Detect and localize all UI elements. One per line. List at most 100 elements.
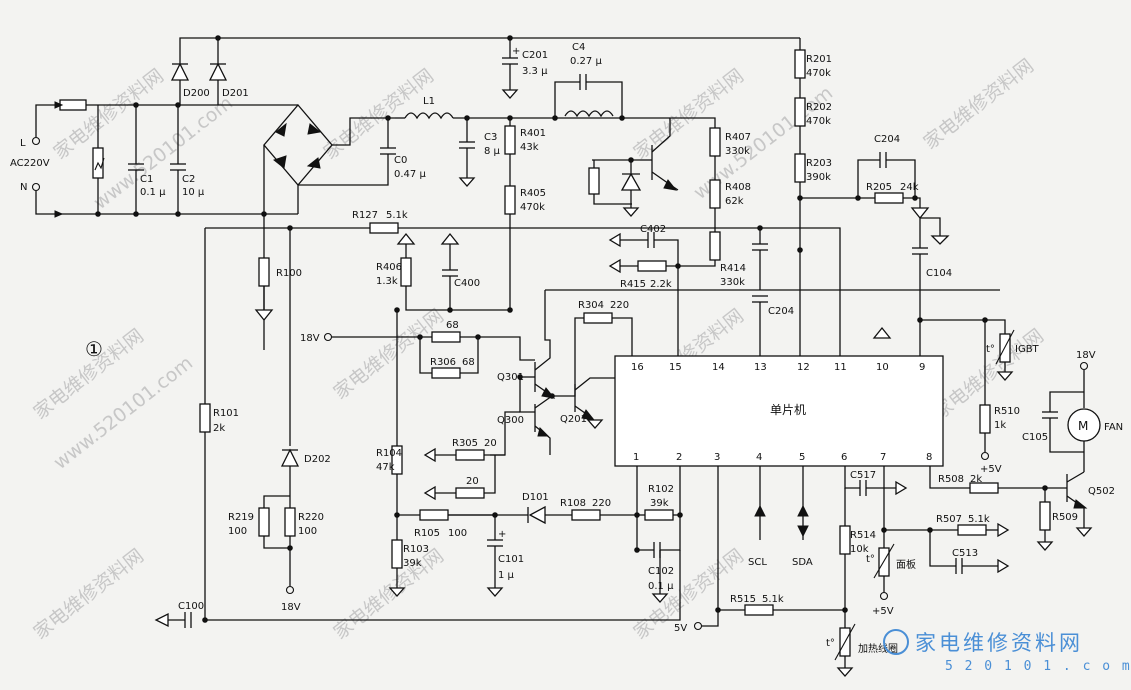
r68-r306: 18V 68 R306 68 xyxy=(300,320,535,379)
r401-label: R401 xyxy=(520,128,546,139)
c513-label: C513 xyxy=(952,548,978,559)
r220-value: 100 xyxy=(298,526,317,537)
r305-label: R305 xyxy=(452,438,478,449)
logo-url: 5 2 0 1 0 1 . c o m xyxy=(945,659,1131,674)
q201-label: Q201 xyxy=(560,414,587,425)
d101-label: D101 xyxy=(522,492,549,503)
r102-value: 39k xyxy=(650,498,669,509)
c0-label: C0 xyxy=(394,155,407,166)
r405-value: 470k xyxy=(520,202,545,213)
mcu-pin-label: 9 xyxy=(919,362,925,373)
r415-value: 2.2k xyxy=(650,279,672,290)
c1-label: C1 xyxy=(140,174,153,185)
r415-label: R415 xyxy=(620,279,646,290)
r514-value: 10k xyxy=(850,544,869,555)
r306-value: 68 xyxy=(462,357,475,368)
ac-input: L AC220V N C1 0.1 μ C2 10 μ xyxy=(10,99,298,218)
mcu-pin-label: 1 xyxy=(633,452,639,463)
r220-label: R220 xyxy=(298,512,324,523)
r515-label: R515 xyxy=(730,594,756,605)
mcu-pin-label: 8 xyxy=(926,452,932,463)
igbt-thermistor: t° IGBT R510 1k +5V xyxy=(917,317,1040,475)
mcu-pin-label: 10 xyxy=(876,362,889,373)
mcu-pin-label: 14 xyxy=(712,362,725,373)
r100-label: R100 xyxy=(276,268,302,279)
rail-18v-fan: 18V xyxy=(1076,350,1096,361)
r108-label: R108 xyxy=(560,498,586,509)
rail-5v-b: +5V xyxy=(872,606,894,617)
c101-plus: + xyxy=(498,529,506,540)
r205-value: 24k xyxy=(900,182,919,193)
r101-label: R101 xyxy=(213,408,239,419)
c2-value: 10 μ xyxy=(182,187,205,198)
rail-5v-c: 5V xyxy=(674,623,687,634)
d201-label: D201 xyxy=(222,88,249,99)
r20-value: 20 xyxy=(466,476,479,487)
r105-label: R105 xyxy=(414,528,440,539)
r407-value: 330k xyxy=(725,146,750,157)
watermark-text: 家电维修资料网 xyxy=(330,545,448,644)
c3-value: 8 μ xyxy=(484,146,501,157)
mcu-pin-label: 5 xyxy=(799,452,805,463)
panel-thermistor: C517 R514 10k t° 面板 +5V R507 5.1k C513 xyxy=(839,466,1010,628)
r406-label: R406 xyxy=(376,262,402,273)
mcu-pin-label: 13 xyxy=(754,362,767,373)
c402-label: C402 xyxy=(640,224,666,235)
q502: R508 2k R509 Q502 xyxy=(929,466,1115,551)
c104-label: C104 xyxy=(926,268,952,279)
scl-label: SCL xyxy=(748,557,767,568)
c204-mid-label: C204 xyxy=(768,306,794,317)
r514-label: R514 xyxy=(850,530,876,541)
q502-label: Q502 xyxy=(1088,486,1115,497)
c400-label: C400 xyxy=(454,278,480,289)
r201-label: R201 xyxy=(806,54,832,65)
c201-value: 3.3 μ xyxy=(522,66,548,77)
watermark-text: 家电维修资料网 xyxy=(30,545,148,644)
mcu-pin-label: 7 xyxy=(880,452,886,463)
c105-label: C105 xyxy=(1022,432,1048,443)
r408-value: 62k xyxy=(725,196,744,207)
r515-value: 5.1k xyxy=(762,594,784,605)
input-n-label: N xyxy=(20,182,27,193)
r219-value: 100 xyxy=(228,526,247,537)
mcu-pin-label: 16 xyxy=(631,362,644,373)
r104-label: R104 xyxy=(376,448,402,459)
r407-r408-r414: R407 330k R408 62k R414 330k xyxy=(678,117,751,288)
r510-value: 1k xyxy=(994,420,1006,431)
c4-label: C4 xyxy=(572,42,585,53)
r407-label: R407 xyxy=(725,132,751,143)
mcu-pin-label: 2 xyxy=(676,452,682,463)
d202-r219-r220: D202 R219 100 R220 100 18V xyxy=(228,225,331,613)
r104-value: 47k xyxy=(376,462,395,473)
r304: R304 220 xyxy=(574,300,633,380)
r401-r405: R401 43k R405 470k xyxy=(504,115,546,313)
c1-value: 0.1 μ xyxy=(140,187,166,198)
watermark-text: 家电维修资料网 xyxy=(920,55,1038,154)
fan-motor-m: M xyxy=(1078,419,1088,433)
d200-label: D200 xyxy=(183,88,210,99)
r203-label: R203 xyxy=(806,158,832,169)
watermark-url: www.520101.com xyxy=(50,352,198,474)
r201-value: 470k xyxy=(806,68,831,79)
r414-value: 330k xyxy=(720,277,745,288)
mcu-pin-label: 4 xyxy=(756,452,762,463)
r414-label: R414 xyxy=(720,263,746,274)
r401-value: 43k xyxy=(520,142,539,153)
watermark-text: 家电维修资料网 xyxy=(330,305,448,404)
r127-label: R127 xyxy=(352,210,378,221)
c201-plus: + xyxy=(512,46,520,57)
c2-label: C2 xyxy=(182,174,195,185)
r219-label: R219 xyxy=(228,512,254,523)
c3-label: C3 xyxy=(484,132,497,143)
r203-value: 390k xyxy=(806,172,831,183)
r508-label: R508 xyxy=(938,474,964,485)
q300-label: Q300 xyxy=(497,415,524,426)
r507-value: 5.1k xyxy=(968,514,990,525)
i2c-lines: SCL SDA xyxy=(748,466,813,568)
r405-label: R405 xyxy=(520,188,546,199)
c402-r415: C402 R415 2.2k xyxy=(608,224,681,360)
mcu-pin-label: 11 xyxy=(834,362,847,373)
r507-label: R507 xyxy=(936,514,962,525)
